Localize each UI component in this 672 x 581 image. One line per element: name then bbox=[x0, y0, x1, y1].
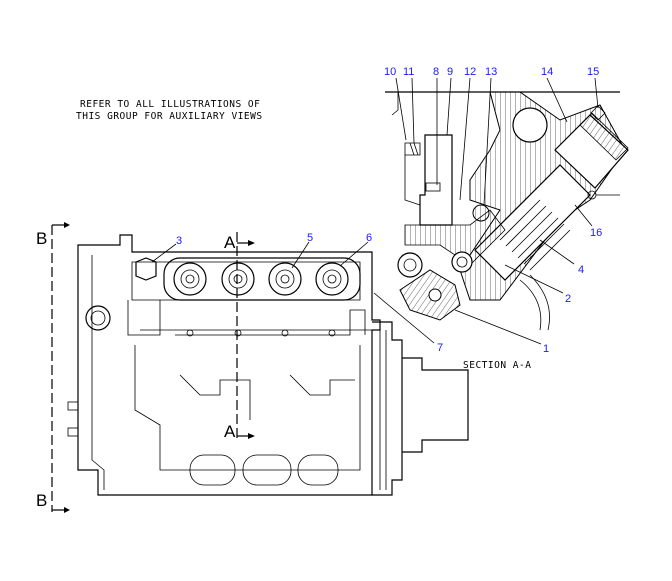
callout-12: 12 bbox=[464, 66, 476, 78]
section-a-top-label: A bbox=[224, 233, 236, 252]
callout-10: 10 bbox=[384, 66, 396, 78]
section-a-a-label: SECTION A-A bbox=[463, 360, 531, 371]
callout-8: 8 bbox=[433, 66, 439, 78]
leader-lines bbox=[151, 77, 599, 345]
callout-9: 9 bbox=[447, 66, 453, 78]
plunger-bores bbox=[173, 262, 349, 296]
callout-15: 15 bbox=[587, 66, 599, 78]
callout-16: 16 bbox=[590, 227, 602, 239]
callout-11: 11 bbox=[403, 66, 414, 78]
callout-13: 13 bbox=[485, 66, 497, 78]
section-b-top-label: B bbox=[36, 229, 47, 248]
section-b-line bbox=[51, 222, 70, 513]
callout-2: 2 bbox=[565, 293, 571, 305]
callout-5: 5 bbox=[307, 232, 313, 244]
note-line-1: REFER TO ALL ILLUSTRATIONS OF bbox=[80, 99, 260, 110]
pump-body-side-view bbox=[67, 234, 469, 496]
section-a-bottom-label: A bbox=[224, 422, 236, 441]
callout-7: 7 bbox=[437, 342, 443, 354]
section-a-line bbox=[236, 232, 255, 440]
note-line-2: THIS GROUP FOR AUXILIARY VIEWS bbox=[76, 111, 263, 122]
callout-6: 6 bbox=[366, 232, 372, 244]
section-a-a-view bbox=[385, 91, 629, 331]
section-b-bottom-label: B bbox=[36, 491, 47, 510]
callout-14: 14 bbox=[541, 66, 553, 78]
callout-3: 3 bbox=[176, 235, 182, 247]
callout-4: 4 bbox=[578, 264, 584, 276]
callout-1: 1 bbox=[543, 343, 549, 355]
